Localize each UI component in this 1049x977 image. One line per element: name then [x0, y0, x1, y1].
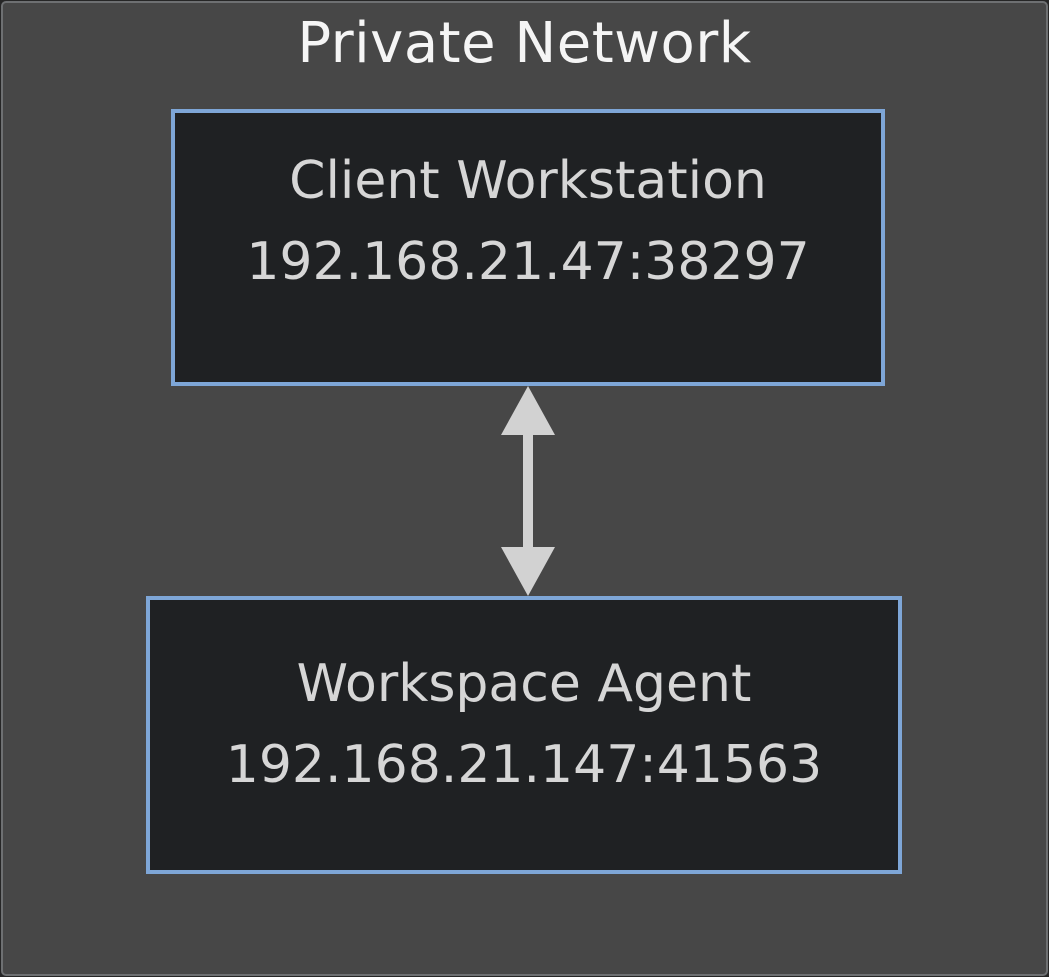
- node-client-workstation-label: Client Workstation: [289, 151, 767, 211]
- node-workspace-agent-label: Workspace Agent: [296, 654, 752, 714]
- node-client-workstation: Client Workstation 192.168.21.47:38297: [171, 109, 885, 386]
- diagram-title: Private Network: [297, 11, 752, 76]
- node-client-workstation-address: 192.168.21.47:38297: [246, 231, 810, 292]
- bidirectional-arrow-icon: [501, 386, 555, 596]
- node-workspace-agent-address: 192.168.21.147:41563: [225, 734, 823, 795]
- node-workspace-agent: Workspace Agent 192.168.21.147:41563: [146, 596, 902, 874]
